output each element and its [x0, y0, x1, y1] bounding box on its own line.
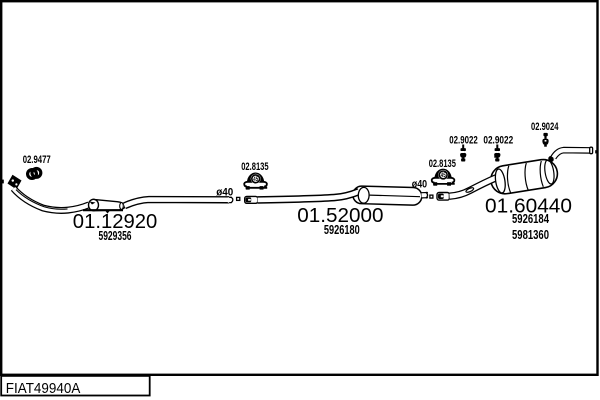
svg-text:02.9477: 02.9477: [23, 154, 51, 166]
svg-text:02.9022: 02.9022: [449, 134, 477, 146]
svg-text:5926180: 5926180: [324, 222, 360, 237]
svg-text:ø40: ø40: [216, 186, 233, 198]
svg-text:45: 45: [441, 172, 446, 179]
svg-text:02.9022: 02.9022: [483, 134, 513, 146]
svg-text:5926184: 5926184: [512, 211, 550, 226]
svg-text:FIAT49940A: FIAT49940A: [6, 381, 81, 397]
svg-text:01.12920: 01.12920: [73, 210, 158, 233]
svg-text:ø40: ø40: [412, 178, 427, 190]
svg-text:02.8135: 02.8135: [241, 161, 269, 173]
svg-text:5981360: 5981360: [512, 227, 549, 242]
svg-text:45: 45: [253, 176, 258, 183]
svg-text:01.60440: 01.60440: [485, 195, 572, 218]
svg-text:02.8135: 02.8135: [429, 158, 457, 170]
svg-text:02.9024: 02.9024: [531, 121, 559, 133]
svg-text:5929356: 5929356: [99, 228, 132, 243]
svg-text:01.52000: 01.52000: [297, 204, 383, 227]
